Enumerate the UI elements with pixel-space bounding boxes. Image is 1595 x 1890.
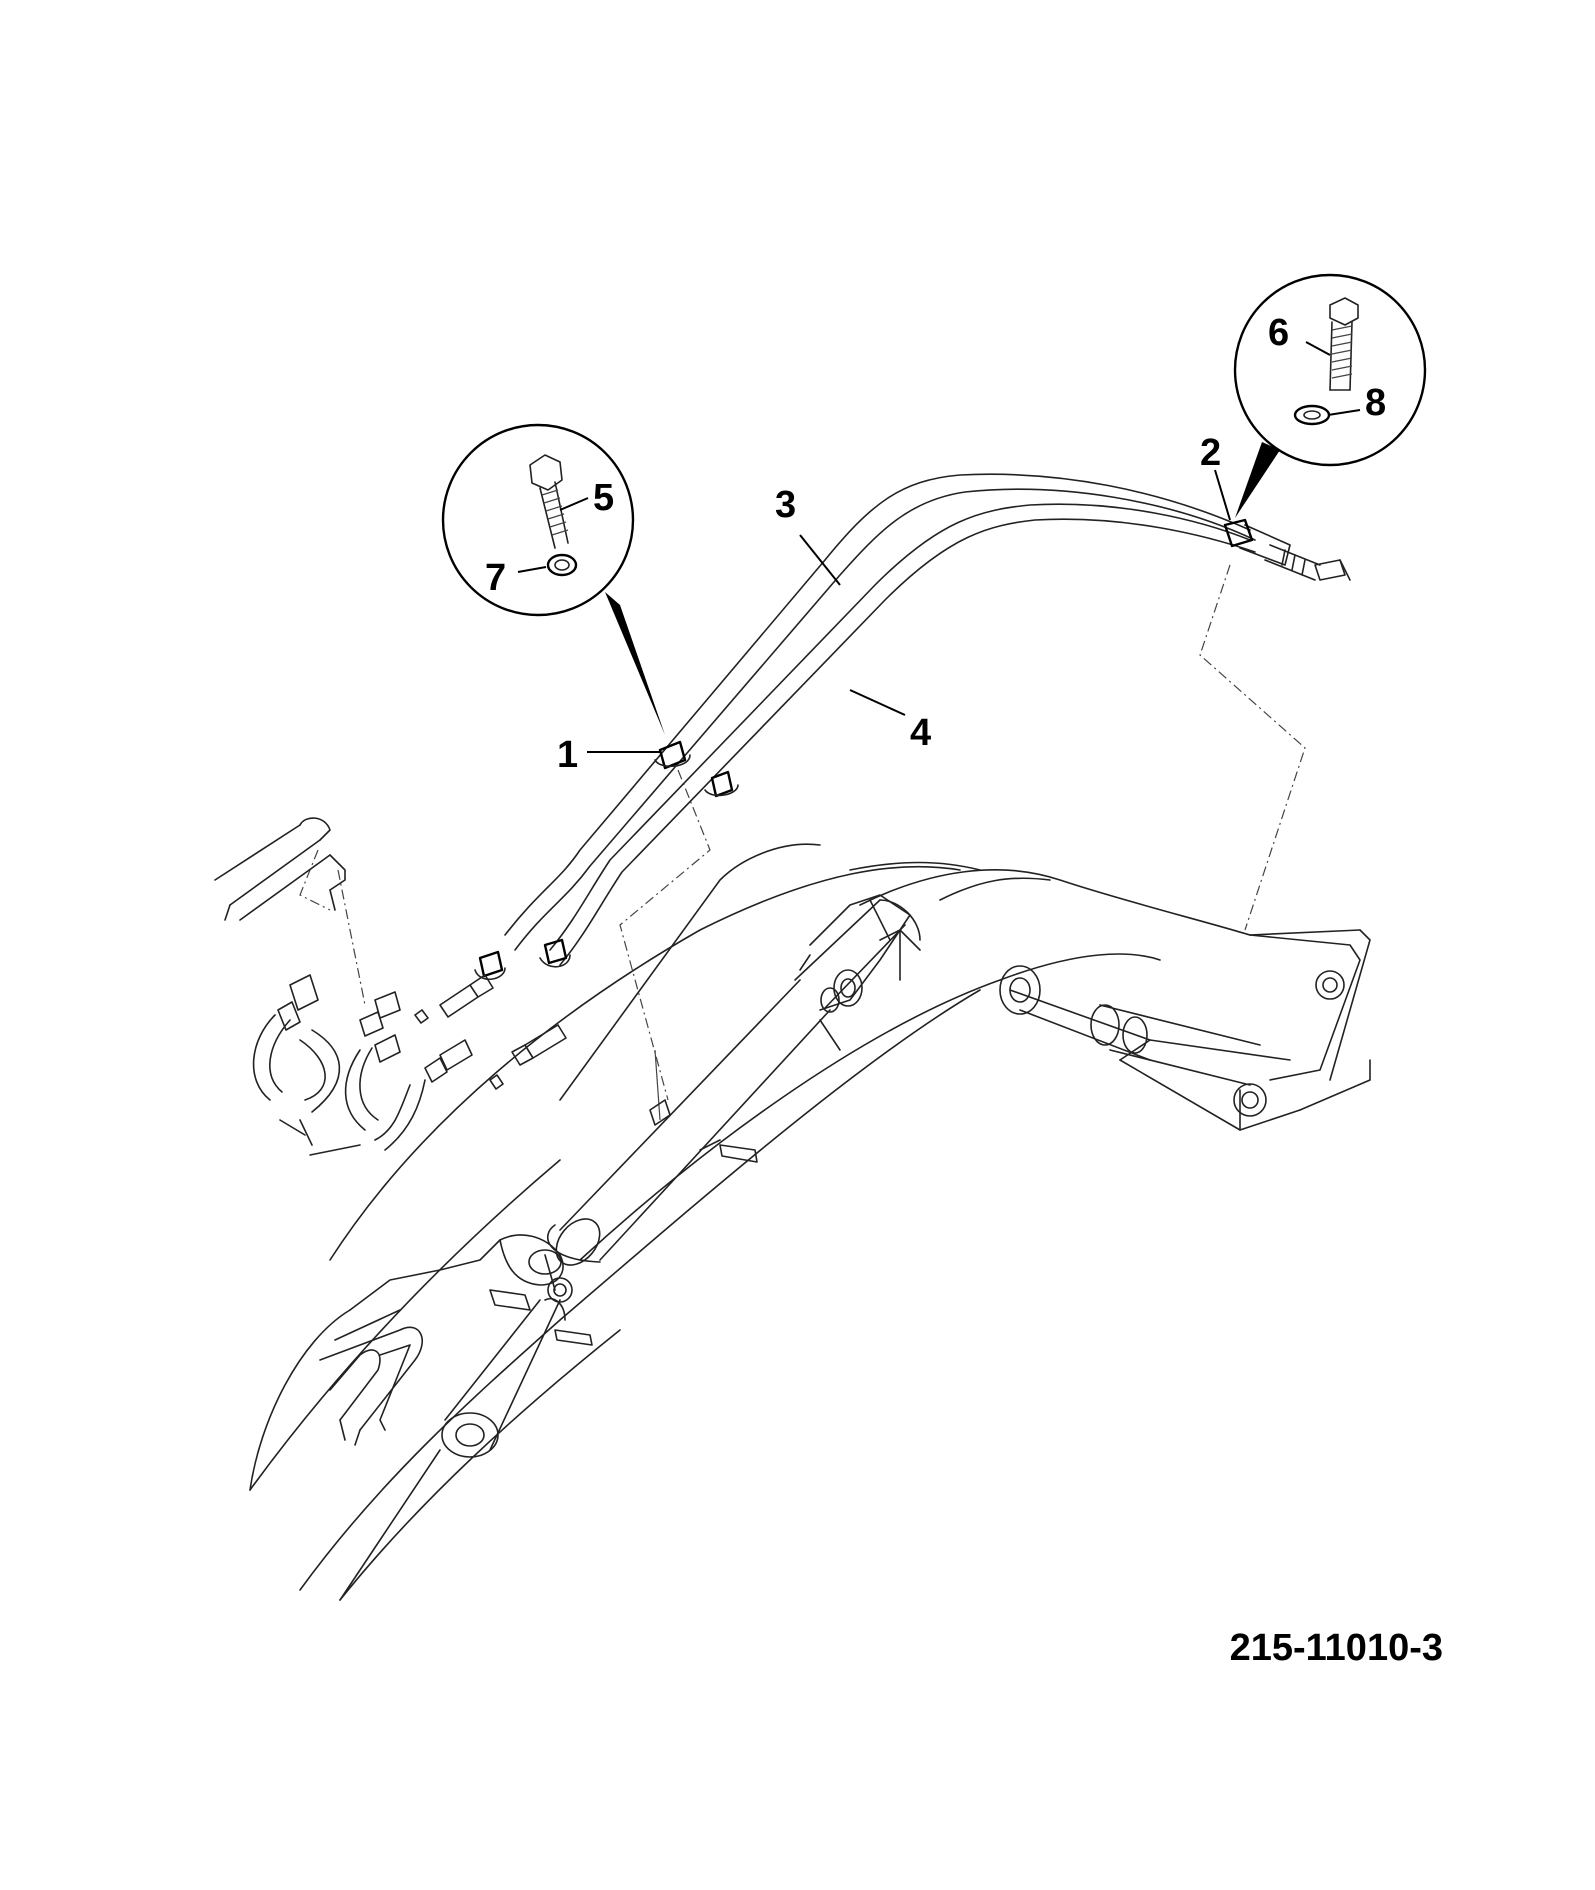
detail-circle-bolt-6-8 [1233,273,1427,518]
callout-7: 7 [485,557,506,599]
callout-4: 4 [910,712,931,754]
boom-guide-lines [559,843,821,1151]
hose-4 [549,503,1256,966]
hose-end-fitting [1239,524,1351,581]
boom-outline [249,861,1371,1601]
callout-1: 1 [557,734,578,776]
loose-fittings [414,974,567,1090]
drawing-number: 215-11010-3 [1229,1627,1443,1669]
callout-5: 5 [593,477,614,519]
hose-3 [504,473,1256,951]
leader-lines [517,341,1361,753]
callout-3: 3 [775,484,796,526]
assembly-lines [299,564,1306,1101]
left-hose-assembly [214,817,473,1156]
callout-8: 8 [1365,382,1386,424]
callout-6: 6 [1268,312,1289,354]
callout-labels: 1 2 3 4 5 6 7 8 [485,312,1386,776]
callout-2: 2 [1200,432,1221,474]
detail-circle-bolt-5-7 [441,423,665,735]
hose-clamps [474,518,1254,980]
hydraulic-cylinder [249,894,921,1601]
